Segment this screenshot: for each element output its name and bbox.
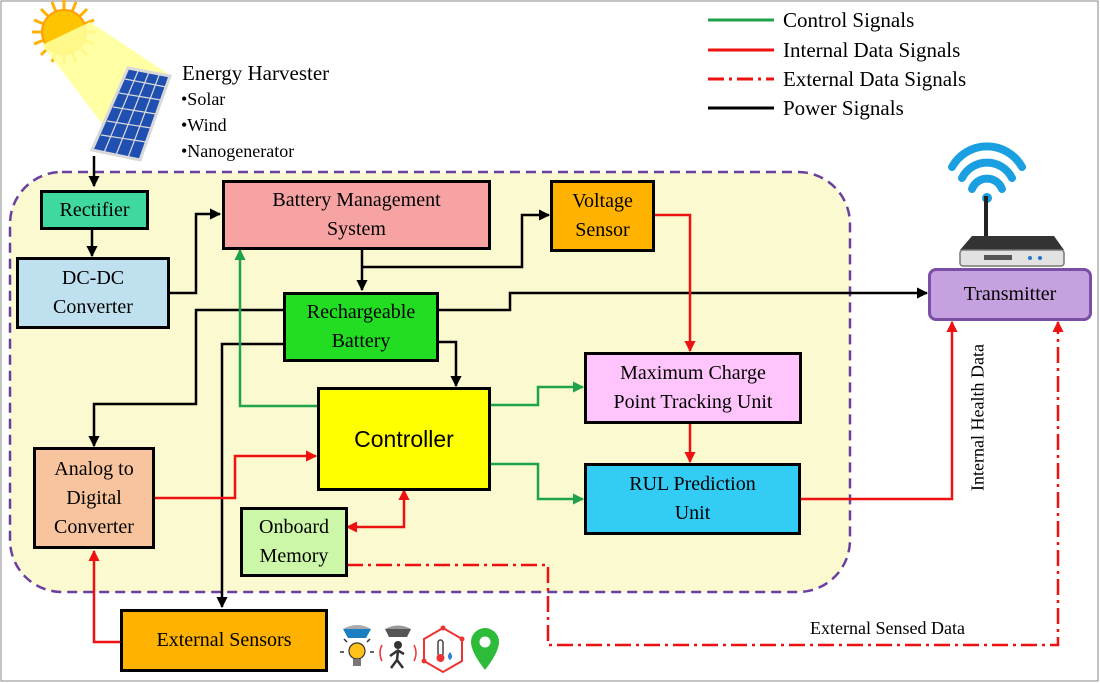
light-sensor-icon — [340, 625, 374, 666]
harvester-item-wind: •Wind — [181, 115, 227, 135]
external-sensed-data-label: External Sensed Data — [810, 618, 965, 638]
legend-lines — [708, 18, 774, 110]
rechargeable-battery-block: Rechargeable Battery — [283, 292, 439, 362]
internal-data-connectors — [88, 213, 958, 644]
mcpt-unit-block: Maximum Charge Point Tracking Unit — [584, 352, 802, 424]
harvester-item-nanogenerator: •Nanogenerator — [181, 141, 295, 161]
harvester-item-solar: •Solar — [181, 89, 226, 109]
motion-sensor-icon — [379, 625, 417, 669]
transmitter-block: Transmitter — [928, 268, 1092, 321]
wifi-router-icon — [948, 142, 1065, 267]
external-sensors-block: External Sensors — [120, 609, 328, 672]
control-connectors — [234, 248, 585, 505]
legend-external-label: External Data Signals — [783, 67, 967, 91]
power-connectors — [86, 156, 929, 609]
legend-internal-label: Internal Data Signals — [783, 38, 961, 62]
battery-management-system-block: Battery Management System — [222, 180, 491, 250]
rul-prediction-unit-block: RUL Prediction Unit — [584, 463, 801, 535]
solar-panel-icon — [89, 66, 173, 162]
adc-block: Analog to Digital Converter — [33, 447, 155, 549]
voltage-sensor-block: Voltage Sensor — [550, 180, 655, 252]
controller-block: Controller — [317, 387, 491, 491]
rectifier-block: Rectifier — [40, 190, 149, 230]
temperature-sensor-icon — [421, 625, 465, 674]
legend-control-label: Control Signals — [783, 8, 915, 32]
internal-health-data-label: Internal Health Data — [967, 344, 988, 491]
harvester-title: Energy Harvester — [182, 61, 330, 85]
dc-dc-converter-block: DC-DC Converter — [16, 257, 170, 329]
legend-power-label: Power Signals — [783, 96, 904, 120]
onboard-memory-block: Onboard Memory — [240, 507, 348, 577]
gps-location-icon — [471, 628, 499, 670]
